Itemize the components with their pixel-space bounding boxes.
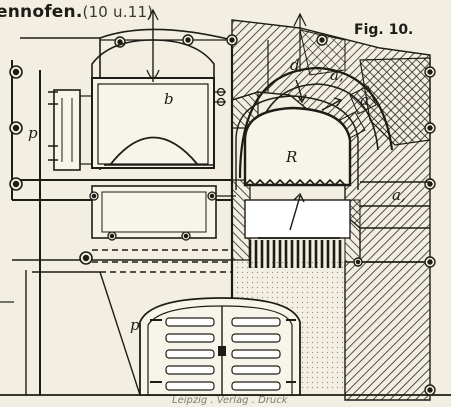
label-d: d (290, 56, 300, 74)
printer-note: Leipzig . Verlag . Druck (172, 395, 288, 406)
figure-number: Fig. 10. (354, 22, 414, 38)
bolt-row-right (353, 66, 436, 396)
label-p: p (130, 316, 140, 334)
right-channel (360, 181, 430, 229)
flow-arrows (289, 79, 343, 231)
label-a: a (360, 91, 369, 109)
figure-title: ennofen.(10 u.11) (0, 2, 153, 22)
title-word: ennofen. (0, 2, 83, 22)
label-b: b (164, 90, 174, 108)
bolt-row-left (9, 65, 93, 265)
label-R: R (285, 148, 297, 166)
label-a1-right: a, (392, 186, 406, 204)
middle-beam (89, 185, 236, 241)
lower-door-p (139, 297, 301, 396)
hinge-hooks (214, 87, 226, 107)
side-door-p-prime (48, 89, 93, 171)
front-casing (0, 28, 451, 396)
title-reference: (10 u.11) (82, 3, 154, 21)
retort-R (235, 95, 359, 190)
upper-chamber-b (91, 8, 215, 169)
grate-bars (244, 199, 351, 268)
dashed-flue-lines (92, 249, 232, 273)
label-p-prime: p' (28, 124, 42, 142)
label-a1-top: a, (330, 66, 344, 84)
bolt-row-top (114, 34, 328, 48)
lower-right-wall (231, 179, 431, 401)
